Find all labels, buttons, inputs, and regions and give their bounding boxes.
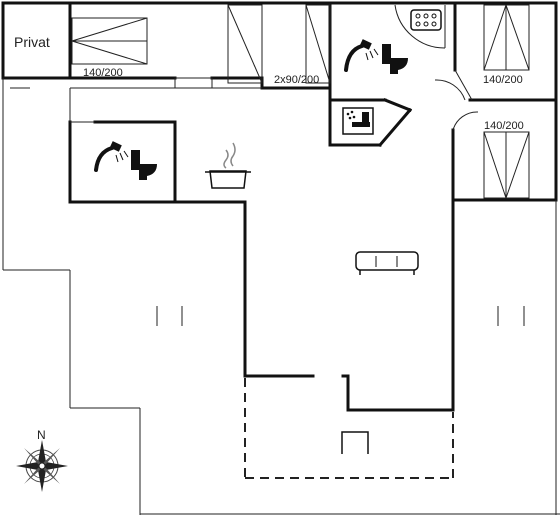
shower-icon <box>344 39 379 72</box>
toilet-icon <box>131 150 157 180</box>
room-label-private: Privat <box>14 34 50 50</box>
shower-icon <box>94 141 129 172</box>
bed-top-left: 140/200 <box>71 17 148 79</box>
sofa-icon <box>355 251 419 275</box>
walls <box>1 1 558 412</box>
bed-label: 140/200 <box>484 120 524 132</box>
terrace-outline <box>244 378 454 479</box>
bed-label: 140/200 <box>83 67 123 79</box>
sauna-icon <box>342 107 374 135</box>
bed-label: 2x90/200 <box>274 74 319 86</box>
thin-walls <box>2 78 560 515</box>
toilet-icon <box>382 44 408 74</box>
compass-north-label: N <box>37 428 46 442</box>
bed-label: 140/200 <box>483 74 523 86</box>
bed-twin: 2x90/200 <box>227 4 331 86</box>
whirlpool-icon <box>410 9 442 31</box>
cooking-pot-icon <box>205 142 251 189</box>
bed-right: 140/200 <box>483 120 530 199</box>
window-marks <box>156 306 525 326</box>
terrace-step <box>341 431 369 454</box>
door-arcs <box>174 4 479 131</box>
bed-top-right: 140/200 <box>483 4 530 86</box>
compass-icon: N <box>16 428 68 492</box>
